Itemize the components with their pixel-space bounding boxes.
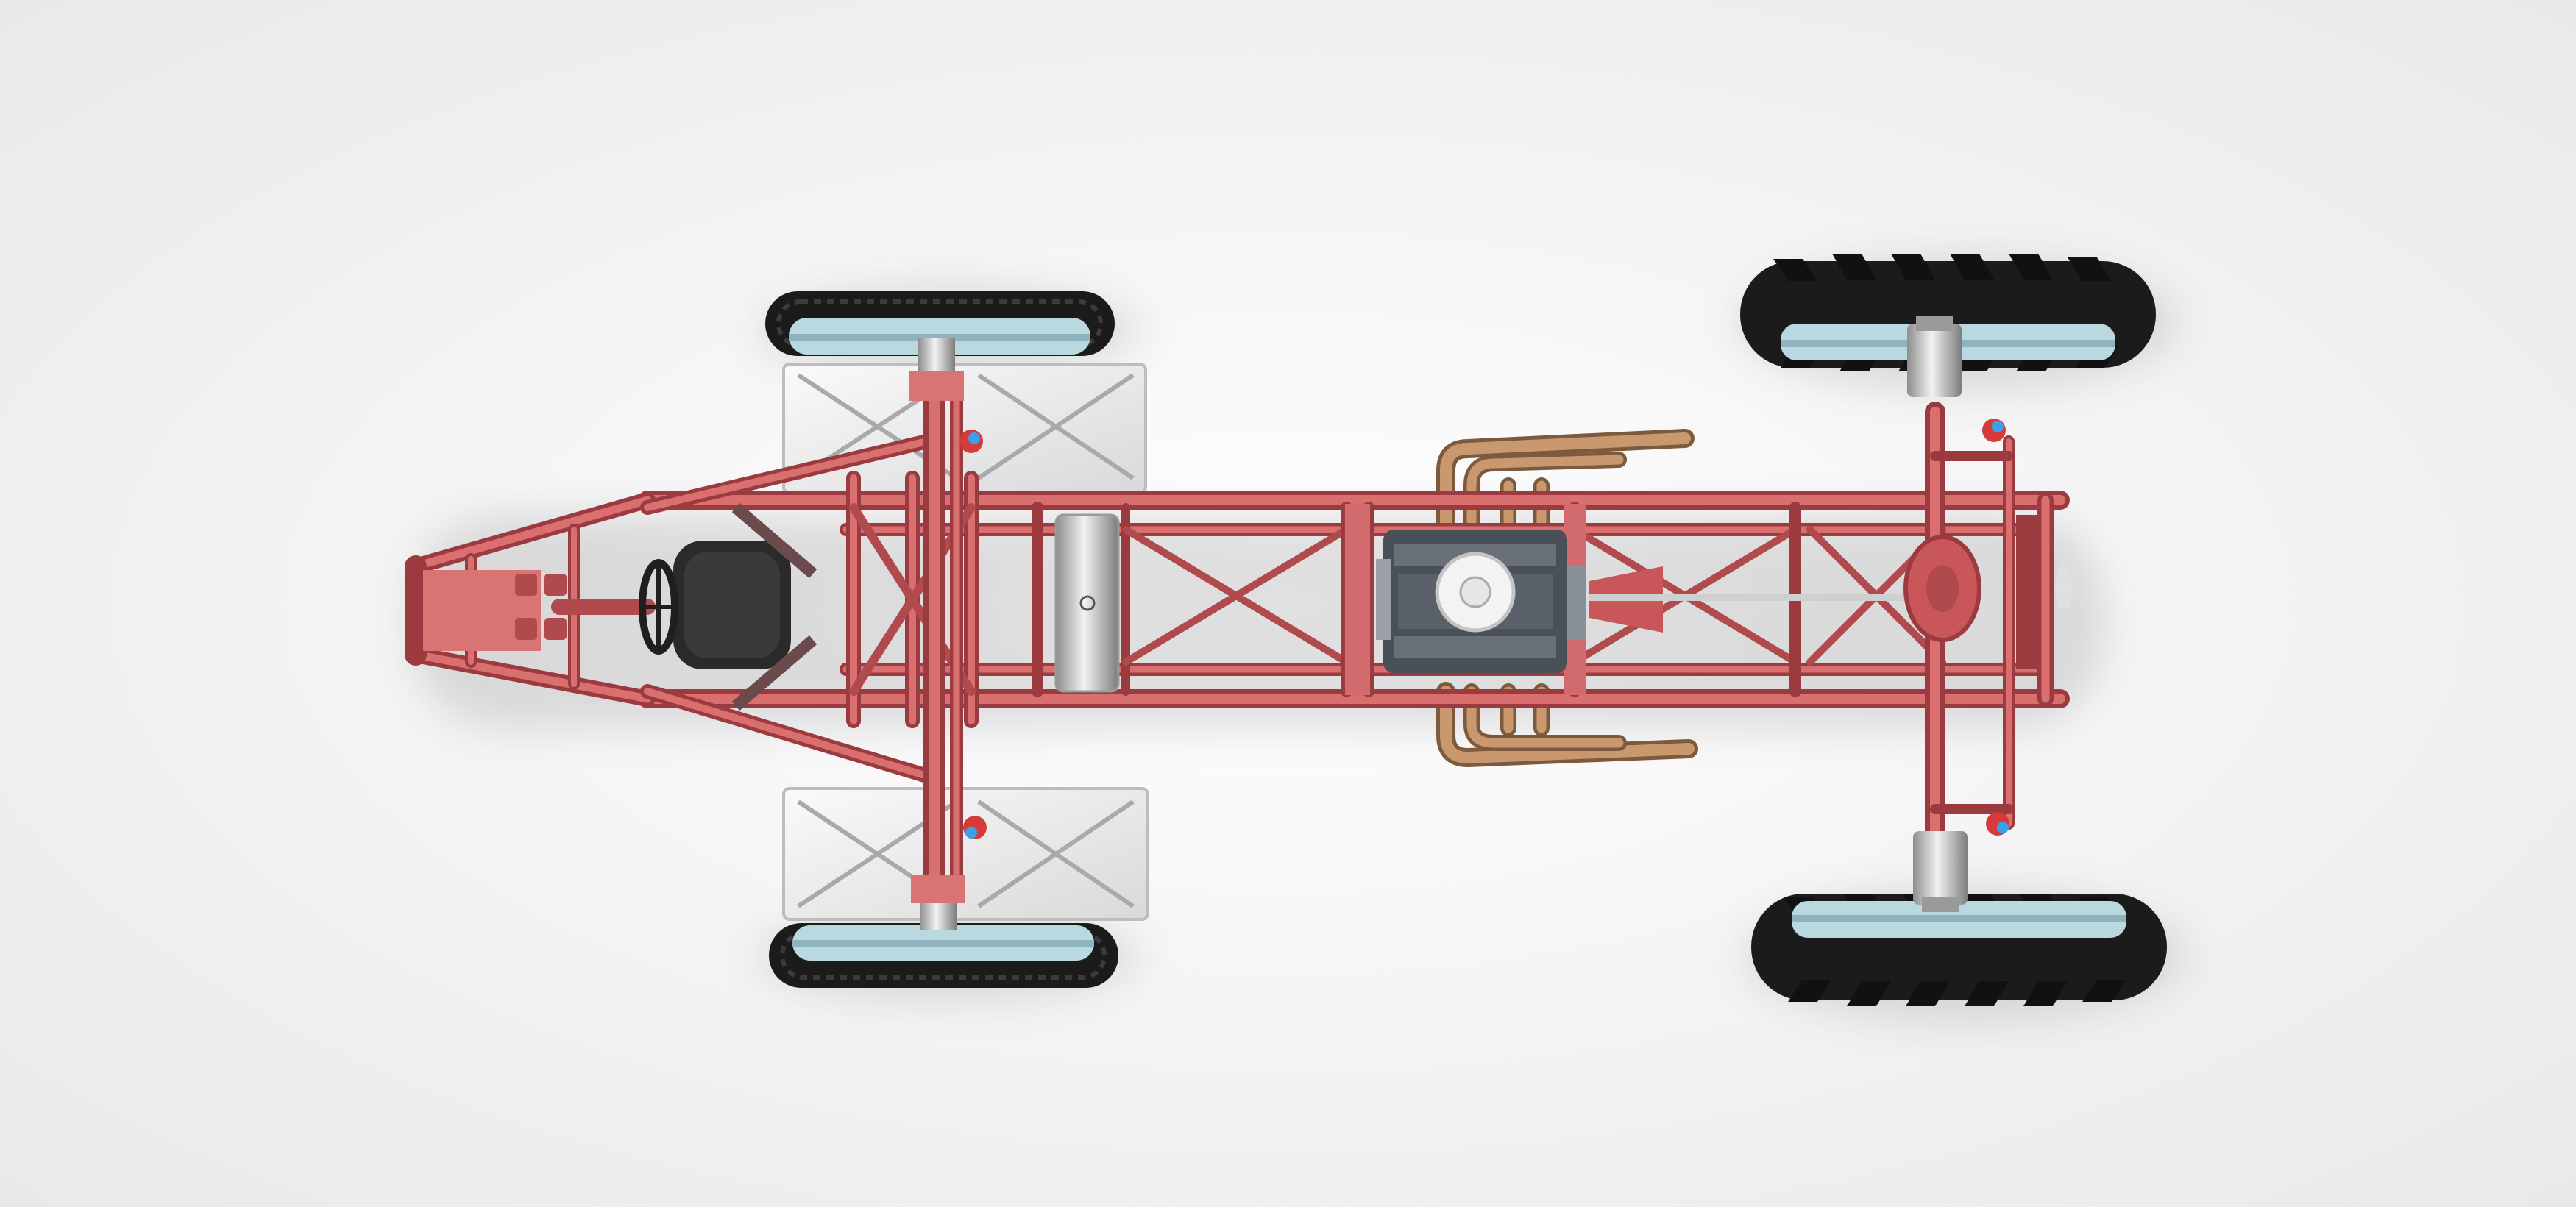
front-left-hub <box>909 338 983 453</box>
front-right-fender <box>782 787 1149 921</box>
fuel-tank <box>1054 513 1120 693</box>
drivetrain <box>1589 566 1913 633</box>
rear-left-hub <box>1907 316 2006 442</box>
steering-wheel-icon <box>551 559 678 655</box>
front-left-wheel <box>765 291 1115 356</box>
rear-right-hub <box>1913 812 2009 912</box>
front-left-fender <box>782 363 1147 494</box>
seat <box>673 502 817 711</box>
nose-plate <box>423 570 567 651</box>
front-right-hub <box>911 816 987 930</box>
rear-right-wheel <box>1751 894 2167 1006</box>
side-plate <box>1345 504 1370 695</box>
front-right-wheel <box>769 923 1118 988</box>
rear-differential <box>1903 515 2073 669</box>
engine <box>1376 530 1586 673</box>
